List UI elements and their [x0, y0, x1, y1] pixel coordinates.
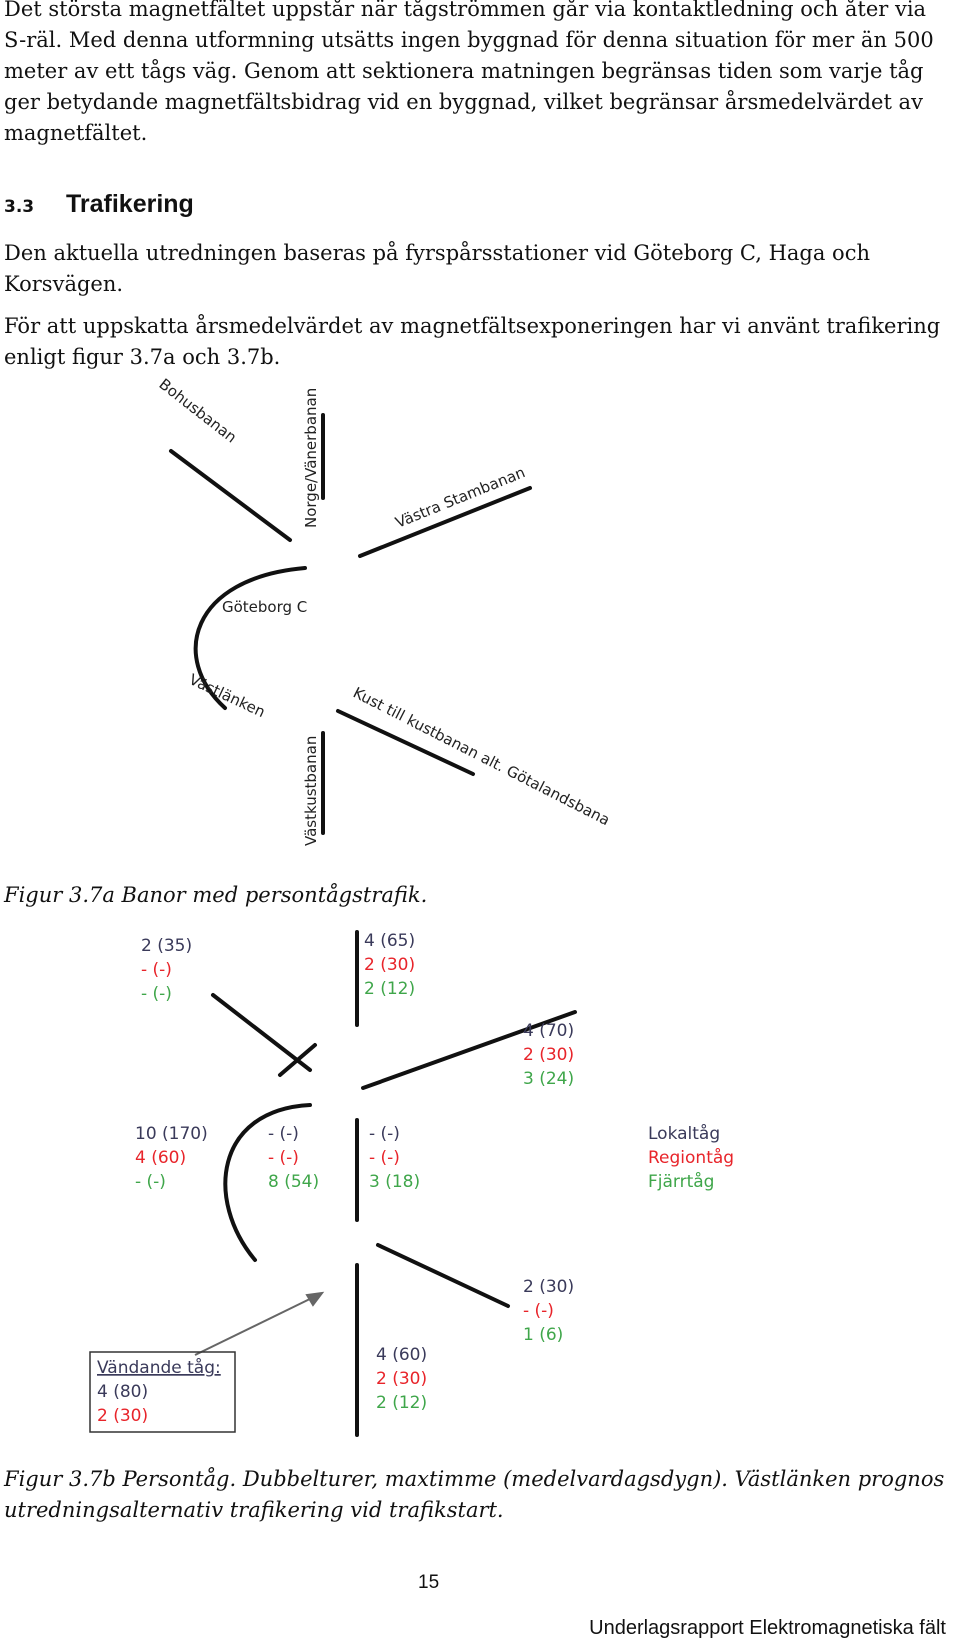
- figure-b-caption: Figur 3.7b Persontåg. Dubbelturer, maxti…: [4, 1467, 945, 1522]
- label-norge-vanerbanan: Norge/Vänerbanan: [302, 388, 320, 528]
- track-kust-till-kust: [376, 1243, 510, 1308]
- track-vastlanken-curve: [223, 1103, 312, 1262]
- value-fjarr: 2 (12): [364, 979, 415, 999]
- value-region: - (-): [369, 1148, 400, 1168]
- group-bohus: 2 (35) - (-) - (-): [141, 936, 192, 1004]
- legend-regiontag: Regiontåg: [648, 1147, 734, 1168]
- arrow-head: [305, 1291, 325, 1307]
- track-vastra-stambanan: [361, 1010, 577, 1090]
- vandande-frame: [89, 1351, 236, 1433]
- group-left: 10 (170) 4 (60) - (-): [135, 1124, 208, 1192]
- vandande-title: Vändande tåg:: [97, 1357, 221, 1378]
- label-vastkustbanan: Västkustbanan: [302, 736, 320, 846]
- footer-title: Underlagsrapport Elektromagnetiska fält: [589, 1617, 946, 1639]
- value-region: - (-): [268, 1148, 299, 1168]
- value-lokal: 2 (35): [141, 936, 192, 956]
- value-lokal: 10 (170): [135, 1124, 208, 1144]
- group-mid2: - (-) - (-) 3 (18): [369, 1124, 420, 1192]
- value-region: - (-): [523, 1301, 554, 1321]
- group-vastkust: 4 (60) 2 (30) 2 (12): [376, 1345, 427, 1413]
- value-region: - (-): [141, 960, 172, 980]
- page-number: 15: [418, 1572, 440, 1593]
- value-lokal: 4 (65): [364, 931, 415, 951]
- section-number: 3.3: [4, 197, 35, 217]
- value-fjarr: 8 (54): [268, 1172, 319, 1192]
- arrow-line: [194, 1294, 319, 1356]
- track-vastlanken-curve: [193, 566, 307, 710]
- track-bohusbanan: [169, 449, 292, 542]
- value-fjarr: 2 (12): [376, 1393, 427, 1413]
- value-region: 4 (60): [135, 1148, 186, 1168]
- legend-fjarrtag: Fjärrtåg: [648, 1171, 714, 1192]
- paragraph-basis: Den aktuella utredningen baseras på fyrs…: [4, 241, 870, 296]
- section-heading: 3.3 Trafikering: [4, 190, 194, 219]
- label-goteborg-c: Göteborg C: [222, 598, 307, 616]
- group-norge: 4 (65) 2 (30) 2 (12): [364, 931, 415, 999]
- group-vastra: 4 (70) 2 (30) 3 (24): [523, 1021, 574, 1089]
- track-kust-till-kust: [336, 709, 475, 776]
- label-vastlanken: Västlänken: [186, 670, 268, 721]
- legend-lokaltag: Lokaltåg: [648, 1123, 720, 1144]
- value-region: 2 (30): [364, 955, 415, 975]
- value-lokal: - (-): [268, 1124, 299, 1144]
- track-vastra-stambanan: [358, 486, 532, 558]
- value-region: 2 (30): [523, 1045, 574, 1065]
- value-region: 2 (30): [376, 1369, 427, 1389]
- vandande-box: Vändande tåg: 4 (80) 2 (30): [89, 1351, 236, 1433]
- intro-paragraph: Det största magnetfältet uppstår när tåg…: [4, 0, 934, 145]
- legend: Lokaltåg Regiontåg Fjärrtåg: [648, 1123, 734, 1192]
- value-fjarr: 1 (6): [523, 1325, 563, 1345]
- value-fjarr: 3 (18): [369, 1172, 420, 1192]
- value-lokal: 4 (70): [523, 1021, 574, 1041]
- value-lokal: - (-): [369, 1124, 400, 1144]
- value-fjarr: - (-): [141, 984, 172, 1004]
- value-fjarr: 3 (24): [523, 1069, 574, 1089]
- figure-a-caption: Figur 3.7a Banor med persontågstrafik.: [4, 883, 428, 907]
- value-fjarr: - (-): [135, 1172, 166, 1192]
- figure-3-7a-track-map: Bohusbanan Norge/Vänerbanan Västra Stamb…: [156, 378, 613, 846]
- vandande-lokal: 4 (80): [97, 1382, 148, 1402]
- track-bohusbanan: [211, 993, 312, 1072]
- value-lokal: 4 (60): [376, 1345, 427, 1365]
- label-kust-till-kustbanan: Kust till kustbanan alt. Götalandsbana: [350, 684, 613, 830]
- track-spur: [278, 1043, 317, 1077]
- group-mid1: - (-) - (-) 8 (54): [268, 1124, 319, 1192]
- section-title: Trafikering: [66, 190, 194, 218]
- vandande-region: 2 (30): [97, 1406, 148, 1426]
- label-bohusbanan: Bohusbanan: [156, 378, 241, 447]
- value-lokal: 2 (30): [523, 1277, 574, 1297]
- figure-3-7b-traffic-map: 2 (35) - (-) - (-) 4 (65) 2 (30) 2 (12) …: [89, 930, 734, 1437]
- paragraph-traffic: För att uppskatta årsmedelvärdet av magn…: [4, 314, 941, 369]
- group-kust: 2 (30) - (-) 1 (6): [523, 1277, 574, 1345]
